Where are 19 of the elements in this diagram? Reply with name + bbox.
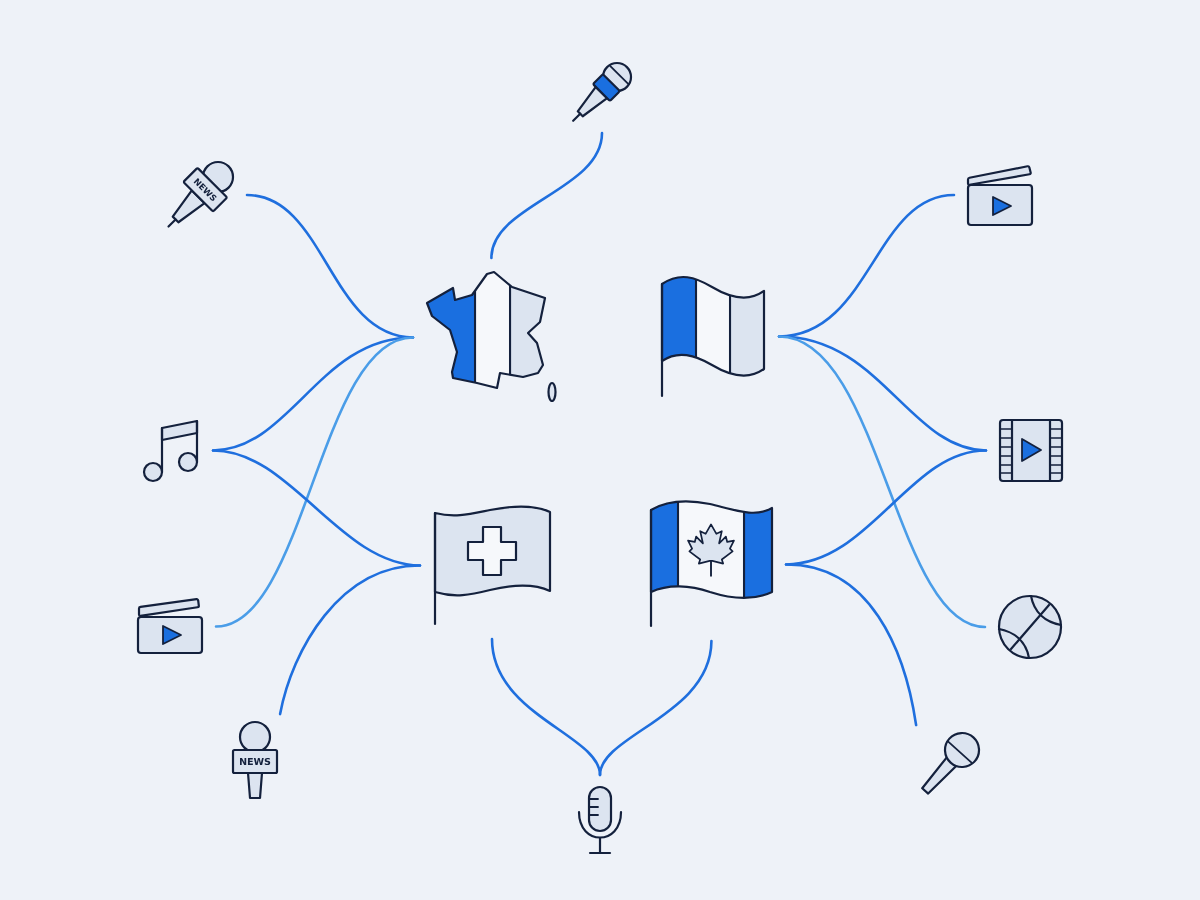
- flag: [660, 275, 766, 398]
- news-microphone: NEWS: [231, 720, 279, 800]
- france-map: [425, 270, 557, 403]
- swiss-flag: [433, 505, 552, 626]
- connector-line: [214, 336, 415, 628]
- connector-line: [278, 564, 422, 716]
- film-strip-icon: [998, 418, 1064, 483]
- connector-line: [490, 131, 604, 260]
- microphone-icon: [921, 731, 981, 795]
- music-note-icon: [142, 419, 199, 483]
- podcast-microphone-icon: [577, 785, 623, 855]
- microphone-icon: [572, 61, 633, 122]
- connector-line: [784, 563, 918, 727]
- connector-line: [777, 335, 987, 629]
- connector-line: [598, 639, 713, 777]
- clapperboard-icon: [966, 165, 1034, 227]
- clapperboard-icon: [136, 598, 204, 655]
- basketball-icon: [997, 594, 1063, 660]
- canadian-flag: [649, 500, 774, 628]
